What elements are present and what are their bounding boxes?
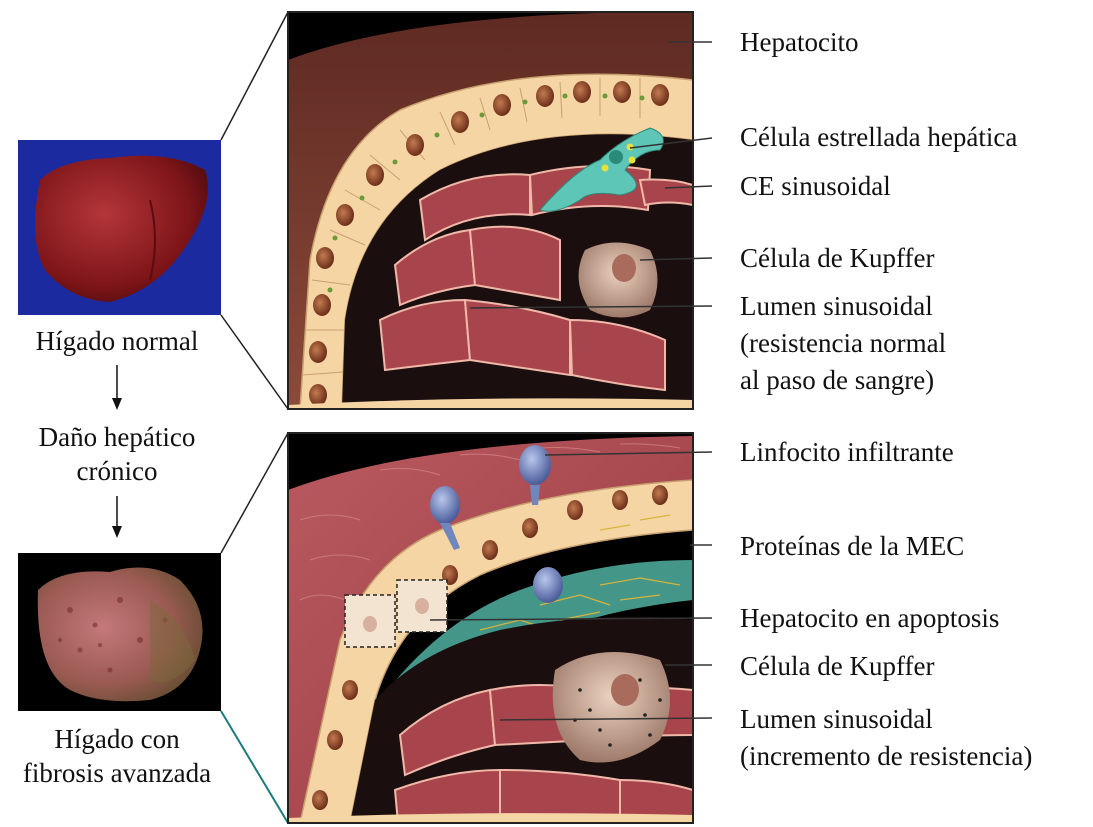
fibrosis-label-line2: fibrosis avanzada	[23, 758, 211, 788]
label-sinusoidal-ec: CE sinusoidal	[740, 171, 891, 201]
connector-line	[221, 711, 288, 823]
fibrotic-liver-photo	[18, 553, 221, 711]
label-sinusoidal-lumen: Lumen sinusoidal	[740, 291, 933, 321]
label-lumen-note-1: (resistencia normal	[740, 328, 946, 358]
progression-arrow	[112, 496, 122, 538]
label-lymphocyte: Linfocito infiltrante	[740, 437, 954, 467]
connector-line	[221, 315, 288, 409]
connector-line	[221, 12, 288, 140]
damage-label-line2: crónico	[77, 456, 158, 486]
label-sinusoidal-lumen-2: Lumen sinusoidal	[740, 704, 933, 734]
label-kupffer-cell: Célula de Kupffer	[740, 243, 934, 273]
normal-liver-photo	[18, 140, 221, 315]
normal-sinusoid-illustration	[288, 12, 693, 409]
label-apoptotic-hepatocyte: Hepatocito en apoptosis	[740, 603, 999, 633]
label-hepatocyte: Hepatocito	[740, 27, 858, 57]
connector-line	[221, 433, 288, 553]
label-ecm-proteins: Proteínas de la MEC	[740, 531, 964, 561]
progression-arrow	[112, 365, 122, 410]
fibrotic-sinusoid-illustration	[288, 433, 693, 823]
label-stellate-cell: Célula estrellada hepática	[740, 122, 1017, 152]
damage-label-line1: Daño hepático	[39, 422, 196, 452]
label-lumen-note-2: al paso de sangre)	[740, 365, 934, 395]
normal-liver-label: Hígado normal	[36, 326, 199, 356]
label-lumen-note-3: (incremento de resistencia)	[740, 741, 1032, 771]
fibrosis-label-line1: Hígado con	[54, 724, 180, 754]
label-kupffer-cell-2: Célula de Kupffer	[740, 651, 934, 681]
